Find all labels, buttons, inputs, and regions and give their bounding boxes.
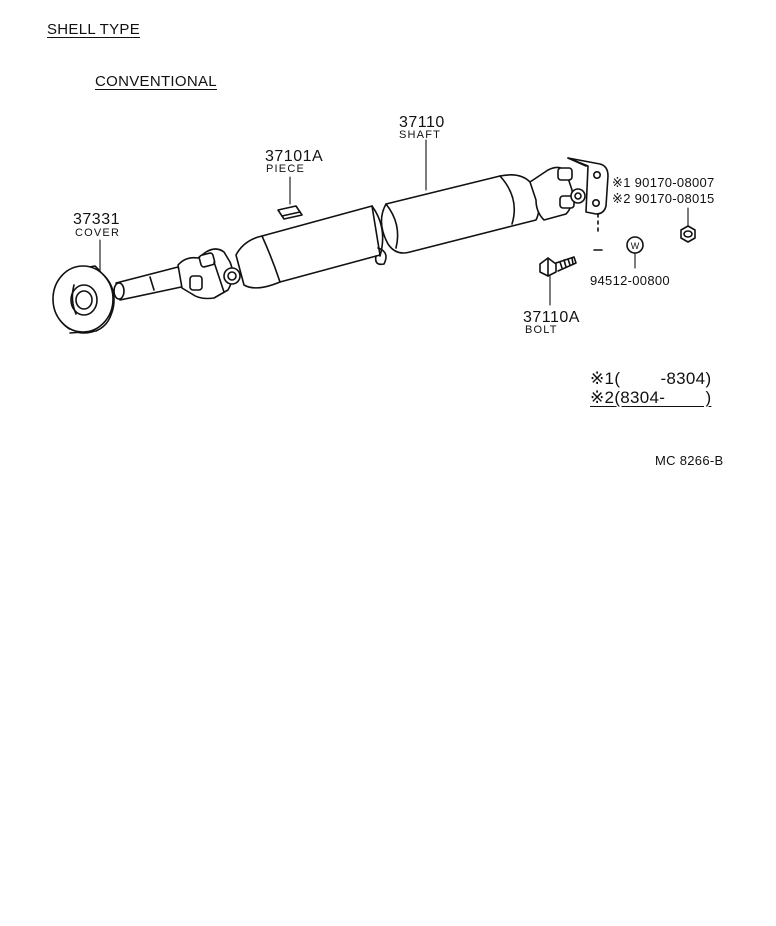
nut-1-callout: ※1 90170-08007 (612, 176, 715, 189)
nut-2-part-number: 90170-08015 (634, 191, 715, 206)
leader-lines (99, 139, 689, 306)
note-2-marker: ※2 (590, 388, 615, 407)
cover-part-number: 37331 (73, 211, 120, 228)
flange-bolt (539, 256, 577, 277)
center-bearing-cover (52, 265, 115, 334)
piece-part-number: 37101A (265, 148, 324, 165)
nut-2-marker: ※2 (612, 191, 631, 206)
front-universal-joint (177, 248, 241, 300)
diagram-reference: MC 8266-B (655, 453, 724, 468)
note-1: ※1( -8304) (590, 370, 711, 387)
conventional-heading: CONVENTIONAL (95, 73, 217, 90)
note-1-range: ( -8304) (614, 369, 712, 388)
cover-part-name: COVER (75, 227, 121, 239)
flange-nut (680, 225, 696, 243)
bolt-part-name: BOLT (525, 324, 558, 336)
nut-1-part-number: 90170-08007 (634, 175, 715, 190)
note-2: ※2(8304- ) (590, 389, 711, 406)
note-2-range: (8304- ) (614, 388, 712, 407)
nut-2-callout: ※2 90170-08015 (612, 192, 715, 205)
washer-part-number: 94512-00800 (590, 273, 670, 288)
note-1-marker: ※1 (590, 369, 615, 388)
shell-type-heading: SHELL TYPE (47, 21, 141, 38)
nut-1-marker: ※1 (612, 175, 631, 190)
stub-shaft (113, 266, 187, 301)
rear-flange-yoke (567, 157, 609, 251)
washer-symbol-letter: W (631, 241, 640, 251)
rear-universal-joint (529, 166, 586, 221)
bolt-part-number: 37110A (523, 309, 580, 326)
piece-part-name: PIECE (266, 163, 306, 175)
front-shaft-tube (235, 205, 387, 289)
main-shaft-tube (380, 174, 540, 254)
balance-piece (277, 205, 303, 220)
shaft-part-number: 37110 (399, 114, 445, 131)
shaft-part-name: SHAFT (399, 129, 442, 141)
